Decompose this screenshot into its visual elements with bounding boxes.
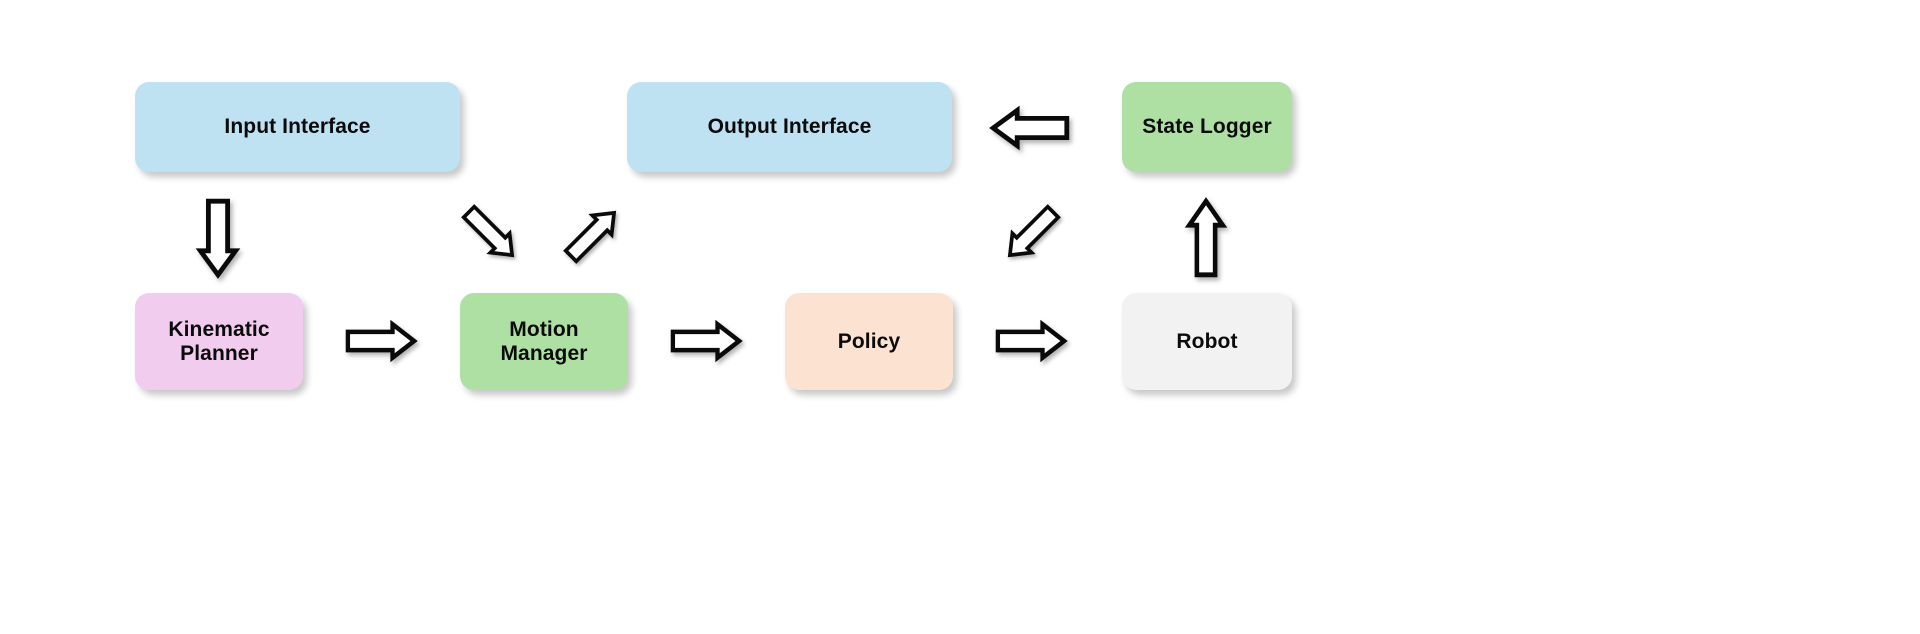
arrow-input-interface-to-motion-manager	[460, 203, 522, 265]
node-kinematic-planner[interactable]: Kinematic Planner	[135, 293, 303, 390]
arrow-robot-to-state-logger	[1184, 197, 1228, 278]
arrow-motion-manager-to-output-interface	[562, 203, 624, 265]
node-label-input-interface: Input Interface	[224, 115, 371, 139]
node-motion-manager[interactable]: Motion Manager	[460, 293, 628, 390]
node-policy[interactable]: Policy	[785, 293, 953, 390]
node-robot[interactable]: Robot	[1122, 293, 1292, 390]
node-input-interface[interactable]: Input Interface	[135, 82, 460, 172]
node-label-state-logger: State Logger	[1142, 115, 1272, 139]
node-label-policy: Policy	[837, 329, 901, 353]
node-output-interface[interactable]: Output Interface	[627, 82, 952, 172]
node-state-logger[interactable]: State Logger	[1122, 82, 1292, 172]
arrow-output-interface-to-policy	[1000, 203, 1062, 265]
node-label-output-interface: Output Interface	[707, 115, 872, 139]
node-label-robot: Robot	[1176, 329, 1238, 353]
arrow-state-logger-to-output-interface	[989, 105, 1070, 151]
arrow-policy-to-robot	[995, 319, 1068, 363]
arrow-motion-manager-to-policy	[670, 319, 743, 363]
arrow-kinematic-planner-to-motion-manager	[345, 319, 418, 363]
arrow-input-interface-to-kinematic-planner	[195, 198, 241, 279]
node-label-kinematic-planner: Kinematic Planner	[168, 317, 270, 365]
node-label-motion-manager: Motion Manager	[500, 317, 588, 365]
